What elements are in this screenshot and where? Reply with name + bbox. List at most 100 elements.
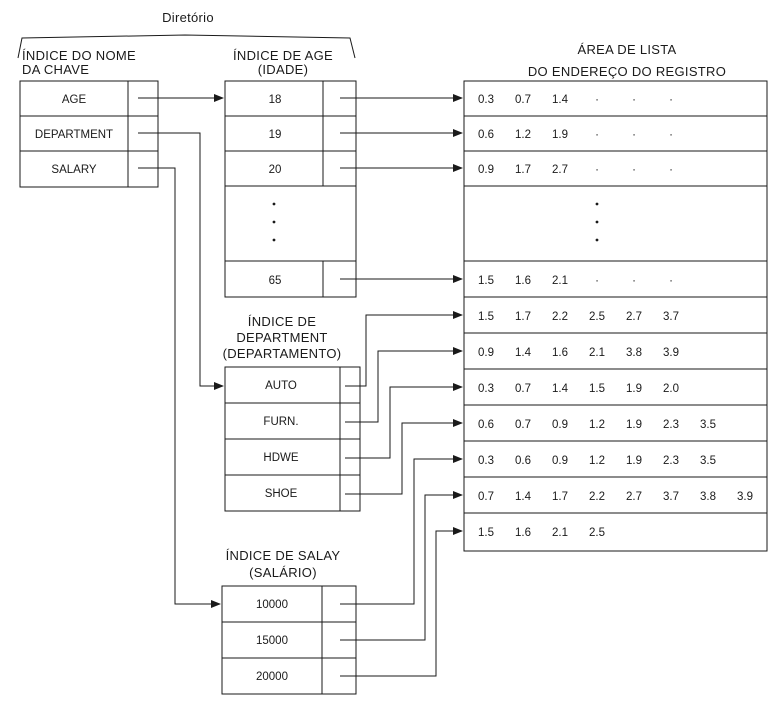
address-value: 2.5: [589, 311, 605, 323]
age-table-frame: [224, 80, 357, 298]
key-table-frame: [19, 80, 159, 188]
address-value: 1.9: [552, 129, 568, 141]
address-value: 1.6: [515, 275, 531, 287]
address-value: ·: [595, 164, 599, 176]
department-entry-shoe: SHOE: [265, 488, 298, 500]
address-value: ·: [669, 94, 673, 106]
arrow-dept-furn-list: [345, 347, 463, 423]
address-value: 1.5: [478, 527, 494, 539]
address-value: 1.4: [552, 383, 569, 395]
department-entry-furn: FURN.: [263, 416, 298, 428]
address-value: ·: [669, 129, 673, 141]
address-value: 1.4: [552, 94, 569, 106]
address-value: 3.7: [663, 491, 679, 503]
address-value: 0.9: [552, 455, 568, 467]
key-salary: SALARY: [51, 164, 97, 176]
arrow-salary-20000-list: [340, 527, 463, 677]
arrow-dept-hdwe-list: [345, 383, 463, 459]
age-index-heading-line2: (IDADE): [258, 62, 309, 77]
ellipsis-dot: [272, 202, 276, 206]
address-value: 2.7: [552, 164, 568, 176]
salary-entry-10000: 10000: [256, 599, 288, 611]
address-value: ·: [632, 164, 636, 176]
address-value: 3.9: [663, 347, 679, 359]
arrow-salary-15000-list: [340, 491, 463, 641]
address-value: ·: [632, 129, 636, 141]
address-value: 0.6: [515, 455, 531, 467]
key-index-heading-line2: DA CHAVE: [22, 62, 89, 77]
key-name-index-table: AGE DEPARTMENT SALARY: [19, 80, 159, 188]
ellipsis-dot: [272, 220, 276, 224]
arrow-salary-10000-list: [340, 455, 463, 605]
ellipsis-dot: [595, 238, 599, 242]
address-value: 3.5: [700, 419, 716, 431]
arrow-dept-shoe-list: [345, 419, 463, 495]
arrow-salary-to-salary-index: [138, 167, 221, 608]
salary-index-table: 10000 15000 20000: [221, 585, 357, 695]
address-value: 0.7: [515, 419, 531, 431]
address-value: 1.5: [478, 311, 494, 323]
key-department: DEPARTMENT: [35, 129, 113, 141]
address-value: 3.8: [700, 491, 716, 503]
department-entry-hdwe: HDWE: [263, 452, 298, 464]
salary-table-frame: [221, 585, 357, 695]
address-value: 2.2: [589, 491, 605, 503]
age-entry-20: 20: [269, 164, 282, 176]
address-value: 2.1: [552, 527, 568, 539]
ellipsis-dot: [595, 220, 599, 224]
address-value: ·: [669, 164, 673, 176]
address-value: 1.7: [552, 491, 568, 503]
address-value: 1.6: [552, 347, 568, 359]
address-value: 1.2: [589, 419, 605, 431]
address-value: 0.6: [478, 419, 494, 431]
address-value: 1.5: [589, 383, 605, 395]
address-value: 0.3: [478, 94, 494, 106]
address-value: 1.2: [589, 455, 605, 467]
address-value: 0.7: [515, 383, 531, 395]
address-value: 1.9: [626, 383, 642, 395]
directory-brace: [17, 34, 356, 59]
department-index-heading-line3: (DEPARTAMENTO): [223, 346, 342, 361]
arrow-dept-auto-list: [345, 311, 463, 387]
address-area-frame: [463, 80, 768, 552]
salary-entry-15000: 15000: [256, 635, 288, 647]
address-value: 0.3: [478, 455, 494, 467]
address-value: 2.3: [663, 455, 679, 467]
address-value: 2.7: [626, 311, 642, 323]
address-value: 1.4: [515, 491, 532, 503]
address-value: 1.2: [515, 129, 531, 141]
arrow-department-to-department-index: [138, 132, 224, 390]
ellipsis-dot: [595, 202, 599, 206]
address-value: 3.9: [737, 491, 753, 503]
address-value: 2.2: [552, 311, 568, 323]
salary-entry-20000: 20000: [256, 671, 288, 683]
address-area-heading-line1: ÁREA DE LISTA: [577, 42, 676, 57]
address-value: 0.7: [515, 94, 531, 106]
department-index-heading-line2: DEPARTMENT: [236, 330, 327, 345]
address-value: 1.7: [515, 311, 531, 323]
address-value: ·: [632, 275, 636, 287]
address-value: 1.6: [515, 527, 531, 539]
ellipsis-dot: [272, 238, 276, 242]
address-value: 2.1: [589, 347, 605, 359]
connector-arrows: [138, 94, 463, 677]
address-value: ·: [595, 275, 599, 287]
address-value: 1.7: [515, 164, 531, 176]
address-value: 0.9: [552, 419, 568, 431]
address-value: 0.6: [478, 129, 494, 141]
address-value: ·: [595, 129, 599, 141]
age-index-heading-line1: ÍNDICE DE AGE: [233, 48, 333, 63]
address-value: ·: [669, 275, 673, 287]
salary-index-heading-line2: (SALÁRIO): [249, 565, 317, 580]
address-value: ·: [632, 94, 636, 106]
address-value: 0.7: [478, 491, 494, 503]
address-value: 2.1: [552, 275, 568, 287]
address-value: 2.0: [663, 383, 679, 395]
address-value: 3.5: [700, 455, 716, 467]
age-entry-18: 18: [269, 94, 282, 106]
address-list-values: 0.3 0.7 1.4 · · · 0.6 1.2 1.9 · · · 0.9 1.7 2.7 · · · 1.5 1…: [478, 94, 753, 539]
age-entry-65: 65: [269, 275, 282, 287]
address-list-area: [463, 80, 768, 552]
address-value: 0.9: [478, 347, 494, 359]
